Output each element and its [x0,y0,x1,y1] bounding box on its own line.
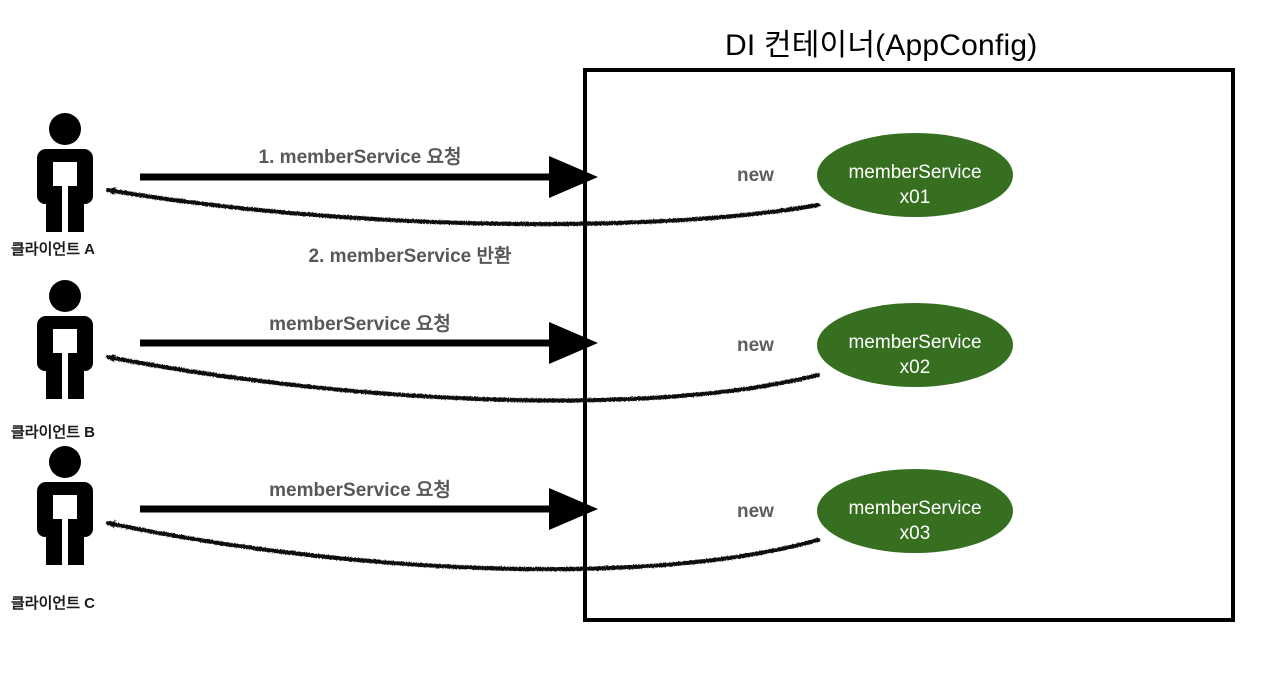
page-title: DI 컨테이너(AppConfig) [725,29,1038,62]
return-arrow [105,354,821,403]
client-label-b: 클라이언트 B [11,424,96,441]
bean-ellipse[interactable] [817,303,1013,387]
request-label-1: 1. memberService 요청 [258,147,462,168]
request-label-3: memberService 요청 [269,480,451,501]
client-label-c: 클라이언트 C [11,595,96,612]
person-icon [37,280,93,399]
new-label-1: new [737,165,774,186]
response-label-1: 2. memberService 반환 [308,246,512,267]
bean-ellipse[interactable] [817,133,1013,217]
new-label-3: new [737,501,774,522]
client-label-a: 클라이언트 A [11,241,96,258]
request-label-2: memberService 요청 [269,314,451,335]
person-icon [37,446,93,565]
bean-ellipse[interactable] [817,469,1013,553]
return-arrow [105,186,821,227]
return-arrow [105,520,821,572]
person-icon [37,113,93,232]
new-label-2: new [737,335,774,356]
